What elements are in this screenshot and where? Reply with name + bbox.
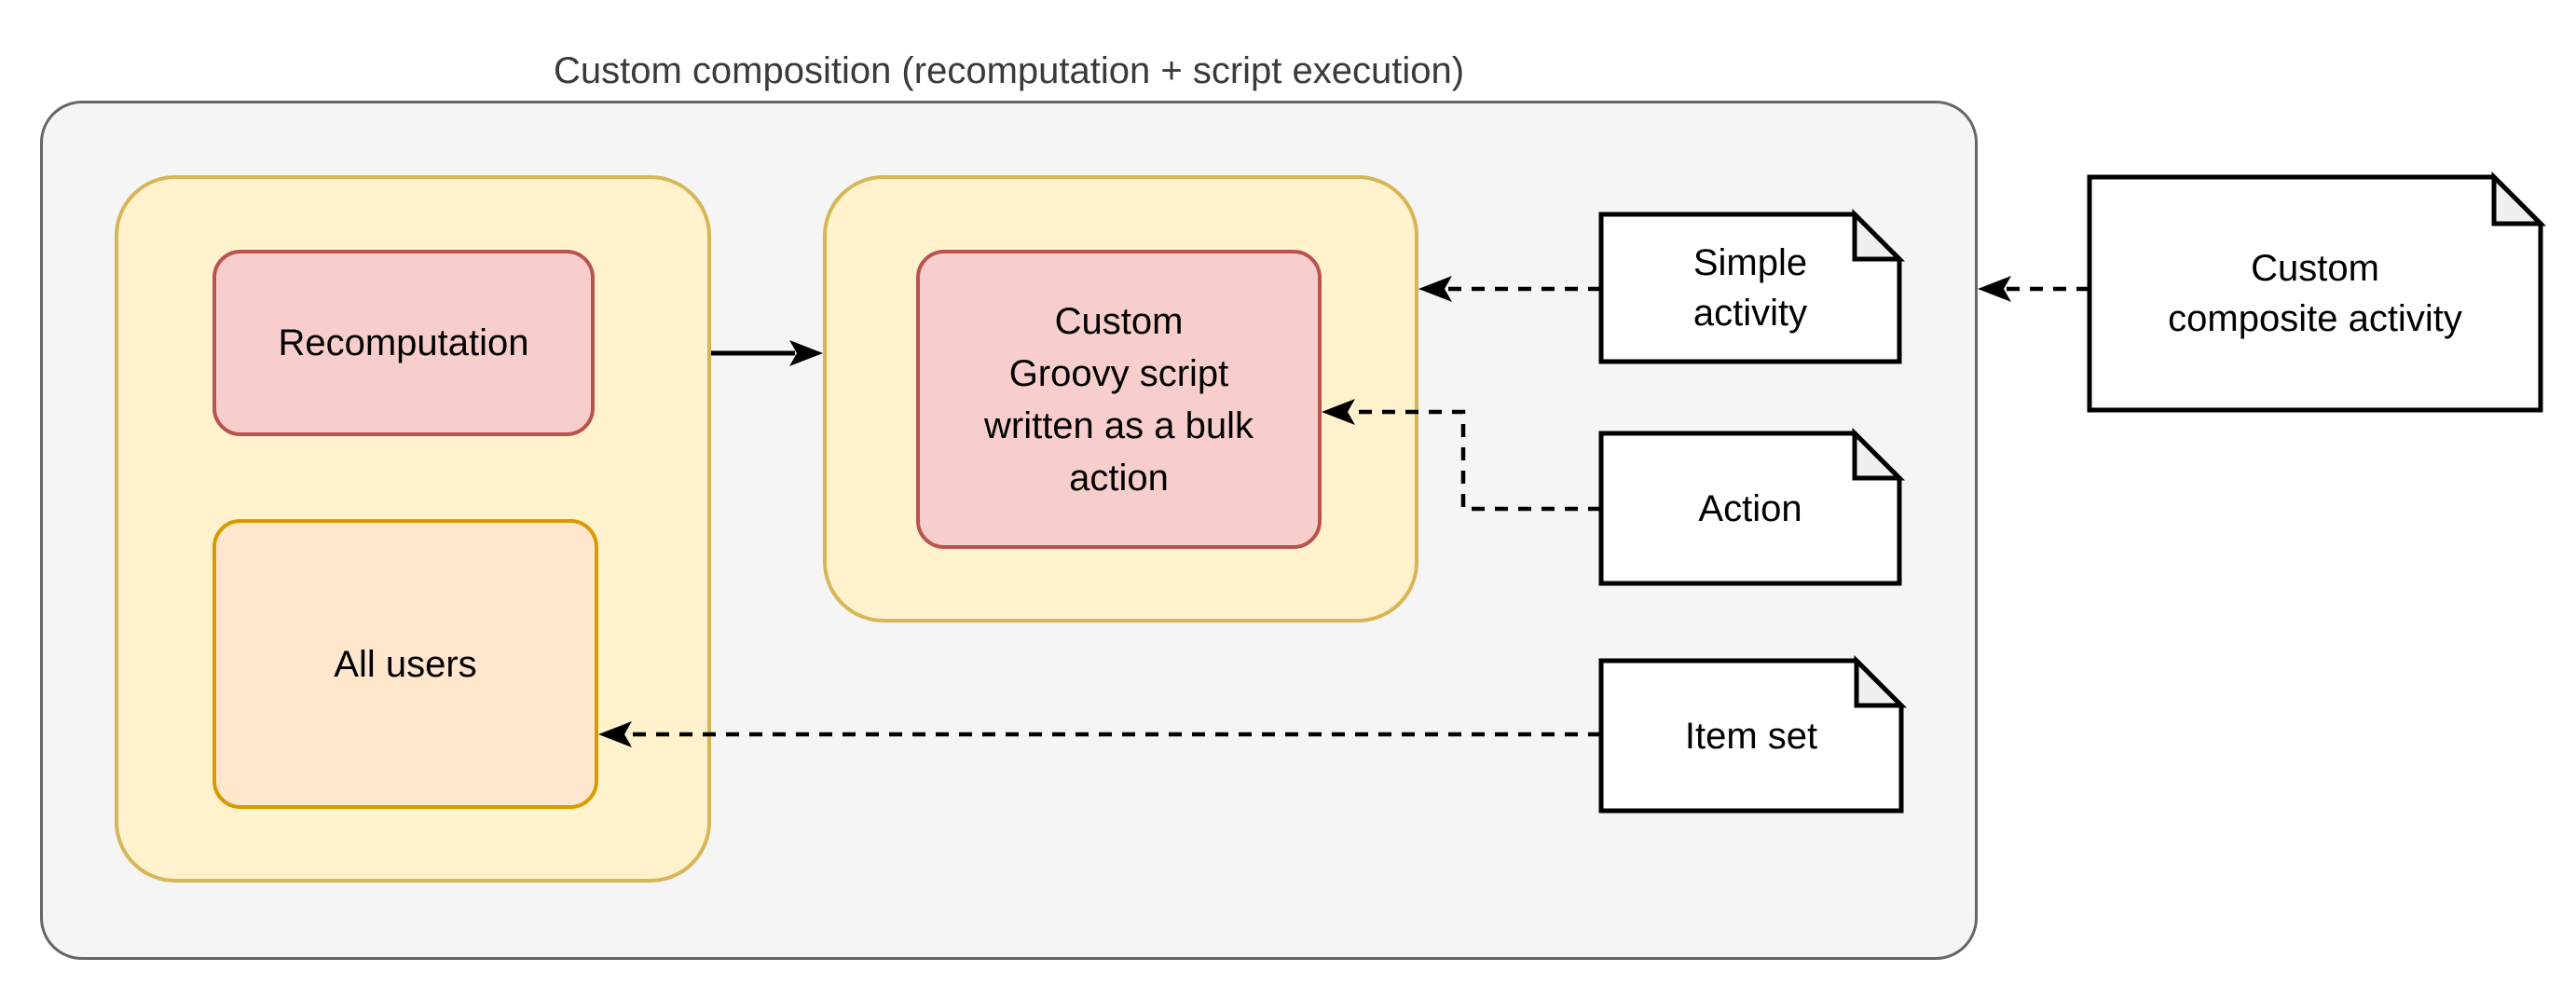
groovy-script-node-label: Custom Groovy script written as a bulk a… bbox=[983, 300, 1254, 499]
diagram-title: Custom composition (recomputation + scri… bbox=[553, 50, 1465, 91]
simple-activity-note-label: Simple activity bbox=[1692, 242, 1808, 334]
action-note-label: Action bbox=[1698, 487, 1802, 529]
recomputation-node-label: Recomputation bbox=[278, 322, 529, 363]
groovy-script-node: Custom Groovy script written as a bulk a… bbox=[916, 250, 1322, 549]
all-users-node: All users bbox=[212, 519, 598, 809]
all-users-node-label: All users bbox=[334, 643, 477, 685]
item-set-note-label: Item set bbox=[1684, 715, 1818, 757]
composite-activity-note-label: Custom composite activity bbox=[2168, 248, 2462, 339]
arrowhead-left-icon bbox=[1978, 276, 2011, 302]
recomputation-node: Recomputation bbox=[212, 250, 595, 436]
